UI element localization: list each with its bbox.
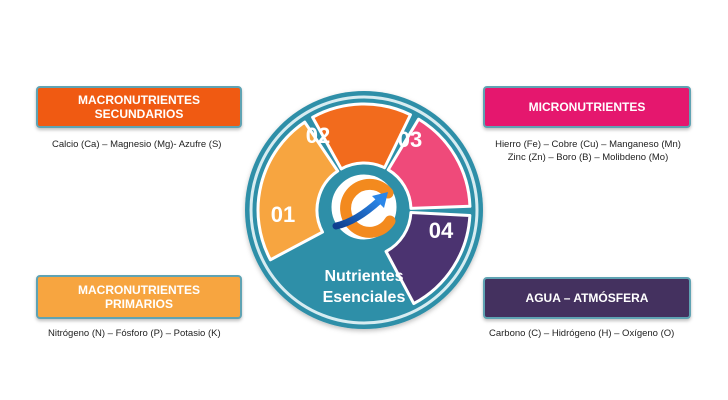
micronutrientes-description: Hierro (Fe) – Cobre (Cu) – Manganeso (Mn…: [486, 138, 690, 164]
micronutrientes-box: MICRONUTRIENTES: [483, 86, 691, 128]
wheel-segments: 01 02 03 04: [256, 102, 472, 306]
agua-atmosfera-box: AGUA – ATMÓSFERA: [483, 277, 691, 319]
micronutrientes-description-line2: Zinc (Zn) – Boro (B) – Molibdeno (Mo): [507, 152, 669, 163]
micronutrientes-description-line1: Hierro (Fe) – Cobre (Cu) – Manganeso (Mn…: [495, 139, 681, 150]
agua-atmosfera-title: AGUA – ATMÓSFERA: [525, 291, 649, 305]
macronutrientes-primarios-box: MACRONUTRIENTES PRIMARIOS: [36, 275, 242, 319]
box-title-line2: PRIMARIOS: [104, 297, 173, 311]
box-title-line1: MACRONUTRIENTES: [78, 93, 200, 107]
wheel-segment-04: [384, 210, 472, 306]
segment-number-02: 02: [306, 123, 330, 148]
segment-number-03: 03: [398, 127, 422, 152]
box-title-line2: SECUNDARIOS: [94, 107, 184, 121]
wheel-segment-03: [386, 117, 472, 210]
center-label-line1: Nutrientes: [324, 268, 403, 285]
agua-atmosfera-description: Carbono (C) – Hidrógeno (H) – Oxígeno (O…: [489, 328, 675, 339]
macronutrientes-primarios-description: Nitrógeno (N) – Fósforo (P) – Potasio (K…: [48, 328, 221, 339]
wheel-segment-01: [256, 120, 340, 262]
box-title-line1: MACRONUTRIENTES: [78, 283, 200, 297]
segment-number-01: 01: [271, 202, 295, 227]
wheel-ring-highlight: [249, 95, 479, 325]
logo-icon: [332, 178, 396, 238]
wheel-segment-02: [311, 102, 412, 171]
macronutrientes-secundarios-box: MACRONUTRIENTES SECUNDARIOS: [36, 86, 242, 128]
micronutrientes-title: MICRONUTRIENTES: [528, 100, 646, 114]
macronutrientes-secundarios-title: MACRONUTRIENTES SECUNDARIOS: [78, 93, 200, 121]
macronutrientes-primarios-title: MACRONUTRIENTES PRIMARIOS: [78, 283, 200, 311]
macronutrientes-secundarios-description: Calcio (Ca) – Magnesio (Mg)- Azufre (S): [52, 139, 222, 150]
center-label-line2: Esenciales: [323, 289, 406, 306]
segment-number-04: 04: [429, 218, 454, 243]
